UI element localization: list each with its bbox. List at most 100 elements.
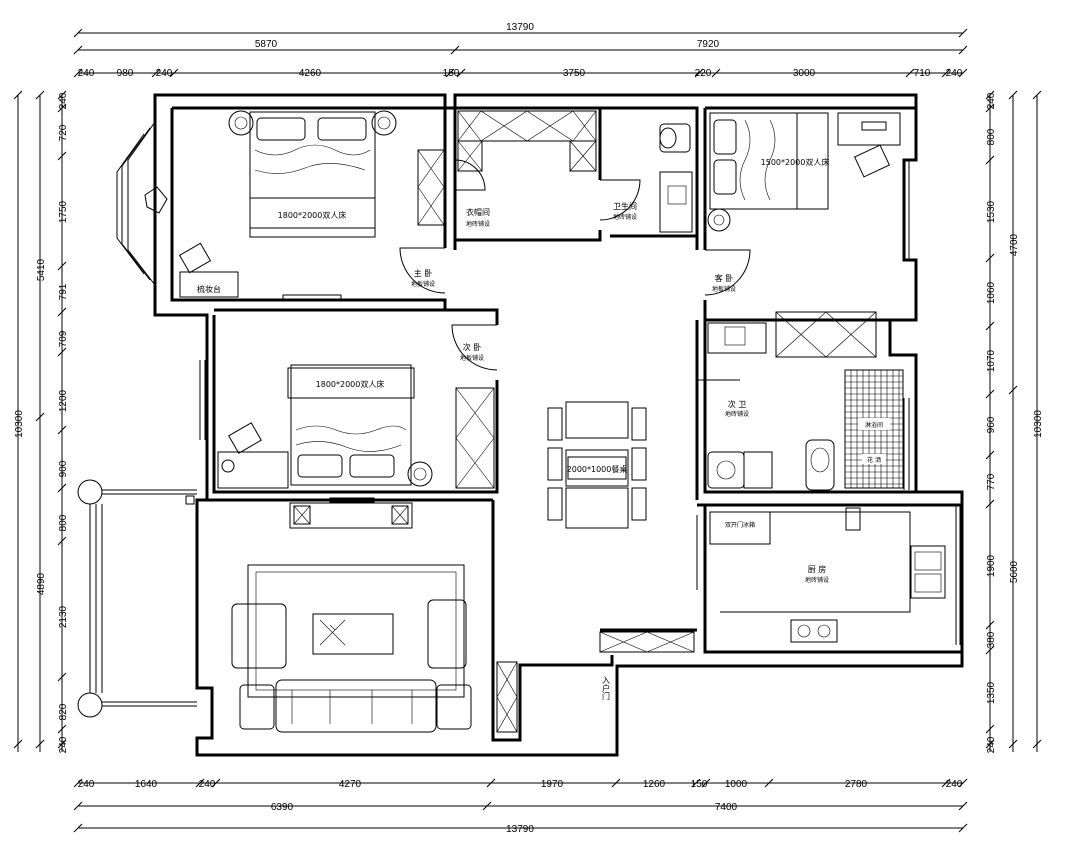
kitchen-name: 厨 房 (808, 564, 827, 574)
left-dimensions: 10300 5410 4890 240 720 1750 791 709 120… (14, 92, 69, 753)
dim-right-fine: 1060 (986, 281, 997, 304)
dim-bottom-total: 13790 (506, 824, 534, 835)
dim-bottom-mid: 7400 (715, 802, 738, 813)
dim-left-fine: 1750 (58, 200, 69, 223)
wardrobe-floor: 地砖铺设 (466, 220, 490, 228)
dim-top-fine: 710 (914, 68, 931, 79)
second-bedroom-name: 次 卧 (463, 342, 482, 352)
dim-bottom-fine: 240 (946, 779, 963, 790)
dim-right-mid: 5600 (1009, 560, 1020, 583)
lamp-icon (407, 461, 433, 487)
bay-window (116, 121, 156, 286)
dim-top-mid: 7920 (697, 39, 720, 50)
master-bedroom-floor: 地板铺设 (411, 280, 435, 288)
shoe-cabinet (496, 631, 695, 733)
chair-icon (228, 422, 262, 454)
second-bed: 1800*2000双人床 (287, 364, 433, 487)
walk-in-wardrobe-cabinets (457, 110, 597, 172)
dim-right-fine: 1350 (986, 681, 997, 704)
dim-bottom-fine: 240 (78, 779, 95, 790)
top-dimensions: 13790 5870 7920 240 980 240 4260 150 375… (78, 22, 963, 79)
dim-left-fine: 709 (58, 330, 69, 347)
shower-name: 淋浴间 (865, 421, 883, 429)
dimension-ticks (13, 28, 1042, 833)
dim-top-fine: 3750 (563, 68, 586, 79)
lamp-icon (371, 110, 397, 136)
dim-right-fine: 1530 (986, 200, 997, 223)
second-bath-floor: 地砖铺设 (725, 410, 749, 418)
windows (199, 160, 961, 645)
second-bed-label: 1800*2000双人床 (316, 379, 385, 389)
sink-icon (707, 322, 767, 354)
second-wardrobe (455, 387, 495, 489)
dim-bottom-fine: 1000 (725, 779, 748, 790)
dim-bottom-fine: 150 (691, 779, 708, 790)
dim-bottom-fine: 1260 (643, 779, 666, 790)
dresser: 梳妆台 (178, 242, 342, 300)
master-bed-label: 1800*2000双人床 (278, 210, 347, 220)
fridge-label: 双开门冰箱 (725, 521, 755, 529)
dim-left-mid: 4890 (36, 572, 47, 595)
guest-bedroom-floor: 地板铺设 (712, 285, 736, 293)
fridge-icon (709, 511, 771, 545)
second-bedroom-floor: 地板铺设 (460, 354, 484, 362)
tv-cabinet (289, 497, 413, 529)
master-bed: 1800*2000双人床 (228, 110, 397, 238)
dim-right-fine: 800 (986, 128, 997, 145)
dim-right-fine: 240 (986, 736, 997, 753)
dim-top-fine: 240 (946, 68, 963, 79)
dim-right-total: 10300 (1033, 410, 1044, 438)
dim-top-fine: 240 (78, 68, 95, 79)
dim-top-total: 13790 (506, 22, 534, 33)
master-wardrobe (417, 149, 445, 226)
dim-top-fine: 980 (117, 68, 134, 79)
toilet-icon (659, 123, 691, 153)
dim-bottom-fine: 2780 (845, 779, 868, 790)
dim-bottom-mid: 6390 (271, 802, 294, 813)
dim-top-fine: 220 (695, 68, 712, 79)
guest-bedroom-name: 客 卧 (715, 273, 734, 283)
lamp-icon (228, 110, 254, 136)
bottom-dimensions: 240 1640 240 4270 1970 1260 150 1000 278… (78, 779, 963, 835)
dim-top-fine: 240 (156, 68, 173, 79)
dim-right-fine: 1070 (986, 349, 997, 372)
living-room-furniture (231, 564, 472, 733)
dining-set: 2000*1000餐桌 (547, 401, 647, 529)
dim-bottom-fine: 1640 (135, 779, 158, 790)
kitchen-floor: 地砖铺设 (805, 576, 829, 584)
dim-right-fine: 770 (986, 473, 997, 490)
dresser-label: 梳妆台 (197, 284, 221, 294)
dimension-lines (17, 32, 1038, 829)
armchair-icon (427, 599, 467, 669)
dim-top-mid: 5870 (255, 39, 278, 50)
dim-top-fine: 3000 (793, 68, 816, 79)
dim-left-fine: 240 (58, 736, 69, 753)
dim-bottom-fine: 4270 (339, 779, 362, 790)
sink-icon (910, 545, 946, 599)
dim-left-fine: 791 (58, 283, 69, 300)
washing-machine-icon (707, 451, 745, 489)
guest-desk (837, 112, 901, 178)
wardrobe-name: 衣帽间 (466, 207, 490, 217)
dim-left-fine: 900 (58, 460, 69, 477)
chair-icon (853, 144, 891, 178)
stove-icon (790, 619, 838, 643)
balcony-pillar (77, 479, 103, 505)
dim-left-mid: 5410 (36, 258, 47, 281)
entrance-label: 入户门 (602, 676, 611, 701)
master-bedroom-name: 主 卧 (414, 268, 433, 278)
walls (153, 93, 964, 757)
lamp-icon (707, 208, 731, 232)
dim-bottom-fine: 240 (199, 779, 216, 790)
bathroom-name: 卫生间 (613, 201, 637, 211)
sink-icon (659, 171, 693, 233)
cushion-icon (144, 186, 168, 214)
dining-table-label: 2000*1000餐桌 (567, 464, 628, 474)
second-desk (217, 422, 289, 489)
balcony-pillar (77, 692, 103, 718)
toilet-icon (805, 439, 835, 491)
guest-bed-label: 1500*2000双人床 (761, 157, 830, 167)
dim-right-mid: 4700 (1009, 233, 1020, 256)
dim-left-fine: 240 (58, 92, 69, 109)
